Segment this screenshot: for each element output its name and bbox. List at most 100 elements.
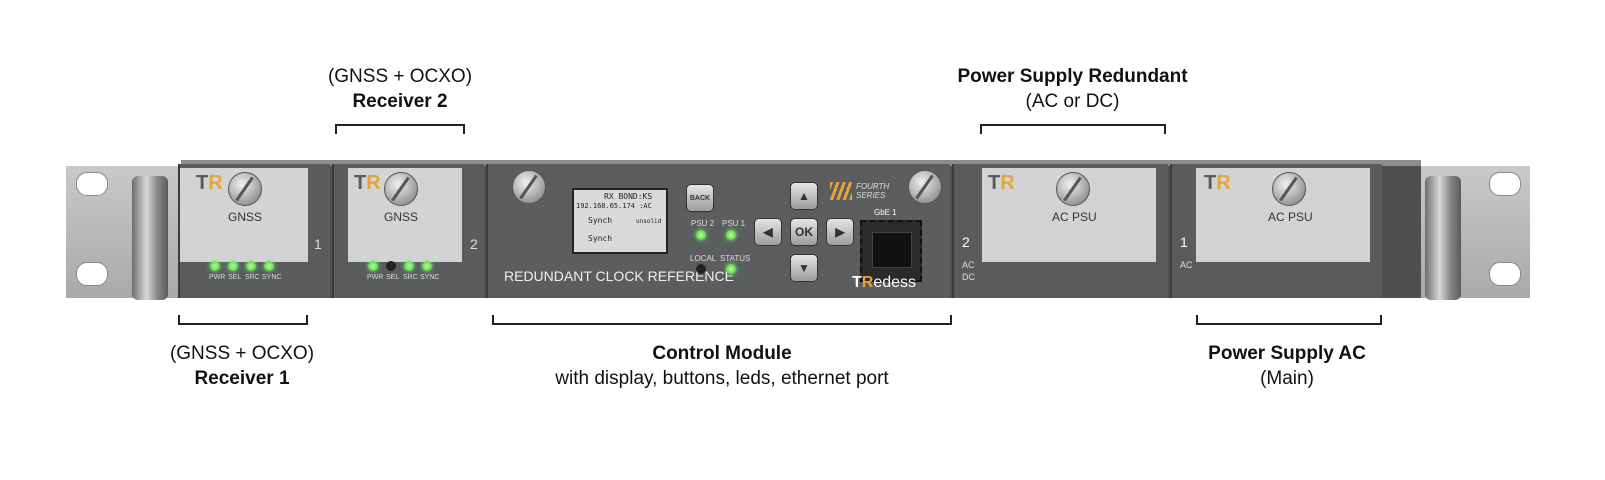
receiver1-label: GNSS (228, 210, 263, 224)
receiver1-src-led (246, 261, 256, 271)
psu2-led (696, 230, 706, 240)
receiver2-pwr-label: PWR (367, 274, 384, 281)
psu1-label: PSU 1 (722, 219, 746, 228)
down-arrow-icon: ▼ (798, 261, 810, 275)
psu1-slot-number: 1 (1180, 234, 1188, 250)
psu1-thumbscrew[interactable] (1272, 172, 1306, 206)
psu-redundant-subtitle: (AC or DC) (1025, 91, 1120, 112)
psu2-type-ac: AC (962, 260, 975, 270)
receiver1-module: TR GNSS 1 PWR SEL SRC SYNC (178, 164, 330, 298)
receiver1-sync-label: SYNC (262, 274, 282, 281)
control-subtitle: with display, buttons, leds, ethernet po… (555, 368, 889, 389)
control-bracket (492, 315, 952, 325)
receiver1-annotation: (GNSS + OCXO) Receiver 1 (142, 341, 342, 391)
tredess-brand: TRedess (852, 274, 917, 291)
right-mount-hole-bottom (1489, 262, 1521, 286)
control-annotation: Control Module with display, buttons, le… (520, 341, 924, 391)
receiver1-logo: TR (196, 172, 223, 194)
receiver2-title: Receiver 2 (352, 91, 448, 112)
psu2-module: 2 AC DC TR AC PSU (952, 164, 1168, 298)
left-rack-ear (66, 166, 181, 300)
series-line-1: FOURTH (856, 182, 890, 191)
ethernet-port[interactable] (860, 220, 922, 282)
status-led (726, 264, 736, 274)
receiver2-sync-led (422, 261, 432, 271)
rack-device: TR GNSS 1 PWR SEL SRC SYNC TR GNSS 2 PWR… (66, 160, 1530, 300)
chassis-top-strip (181, 160, 1421, 166)
receiver2-label: GNSS (384, 210, 419, 224)
ethernet-port-socket (872, 232, 912, 268)
left-handle[interactable] (132, 176, 168, 300)
right-mount-hole-top (1489, 172, 1521, 196)
receiver2-sync-label: SYNC (420, 274, 440, 281)
receiver2-annotation: (GNSS + OCXO) Receiver 2 (300, 64, 500, 114)
left-mount-hole-bottom (76, 262, 108, 286)
lcd-line-1: RX BOND:KS (604, 192, 653, 201)
psu1-module: 1 AC TR AC PSU (1170, 164, 1382, 298)
control-title: Control Module (652, 343, 792, 364)
psu-redundant-title: Power Supply Redundant (957, 66, 1188, 87)
psu-redundant-bracket (980, 124, 1166, 134)
receiver2-src-led (404, 261, 414, 271)
local-label: LOCAL (690, 254, 717, 263)
receiver1-thumbscrew[interactable] (228, 172, 262, 206)
left-arrow-button[interactable]: ◀ (754, 218, 782, 246)
psu1-led (726, 230, 736, 240)
receiver1-subtitle: (GNSS + OCXO) (169, 343, 315, 364)
receiver2-slot-number: 2 (470, 236, 478, 252)
receiver1-pwr-led (210, 261, 220, 271)
ok-button[interactable]: OK (790, 218, 818, 246)
left-arrow-icon: ◀ (763, 225, 773, 239)
receiver1-src-label: SRC (245, 274, 260, 281)
receiver2-src-label: SRC (403, 274, 418, 281)
receiver1-sel-label: SEL (228, 274, 242, 281)
receiver1-sel-led (228, 261, 238, 271)
psu-ac-annotation: Power Supply AC (Main) (1177, 341, 1397, 391)
series-logo-icon (830, 182, 852, 200)
receiver1-slot-number: 1 (314, 236, 322, 252)
series-line-2: SERIES (856, 191, 886, 200)
psu-ac-title: Power Supply AC (1208, 343, 1366, 364)
receiver1-pwr-label: PWR (209, 274, 226, 281)
receiver2-bracket (335, 124, 465, 134)
up-arrow-button[interactable]: ▲ (790, 182, 818, 210)
back-button[interactable]: BACK (686, 184, 714, 212)
psu1-type-ac: AC (1180, 260, 1193, 270)
psu-redundant-annotation: Power Supply Redundant (AC or DC) (935, 64, 1210, 114)
down-arrow-button[interactable]: ▼ (790, 254, 818, 282)
psu1-label: AC PSU (1268, 210, 1313, 224)
receiver1-sync-led (264, 261, 274, 271)
psu2-slot-number: 2 (962, 234, 970, 250)
lcd-line-4: Synch (588, 234, 613, 243)
left-mount-hole-top (76, 172, 108, 196)
lcd-line-3: Synch (588, 216, 613, 225)
gbe-port-label: GbE 1 (874, 208, 897, 217)
right-arrow-button[interactable]: ▶ (826, 218, 854, 246)
psu2-logo: TR (988, 172, 1015, 194)
receiver2-thumbscrew[interactable] (384, 172, 418, 206)
psu-ac-bracket (1196, 315, 1382, 325)
control-left-thumbscrew[interactable] (512, 170, 546, 204)
psu-ac-subtitle: (Main) (1260, 368, 1314, 389)
receiver2-pwr-led (368, 261, 378, 271)
control-title: REDUNDANT CLOCK REFERENCE (504, 268, 734, 284)
psu2-thumbscrew[interactable] (1056, 172, 1090, 206)
local-led (696, 264, 706, 274)
control-lcd-display: RX BOND:KS 192.168.65.174 :AC Synch Sync… (572, 188, 668, 254)
receiver2-sel-led (386, 261, 396, 271)
receiver1-title: Receiver 1 (194, 368, 290, 389)
control-module: RX BOND:KS 192.168.65.174 :AC Synch Sync… (486, 164, 950, 298)
psu2-type-dc: DC (962, 272, 975, 282)
receiver1-bracket (178, 315, 308, 325)
receiver2-logo: TR (354, 172, 381, 194)
right-arrow-icon: ▶ (835, 225, 845, 239)
psu1-logo: TR (1204, 172, 1231, 194)
psu2-label: AC PSU (1052, 210, 1097, 224)
control-right-thumbscrew[interactable] (908, 170, 942, 204)
receiver2-module: TR GNSS 2 PWR SEL SRC SYNC (332, 164, 484, 298)
receiver2-sel-label: SEL (386, 274, 400, 281)
lcd-right-text: unsolid (636, 218, 662, 225)
status-label: STATUS (720, 254, 751, 263)
right-handle[interactable] (1425, 176, 1461, 300)
psu2-label: PSU 2 (691, 219, 715, 228)
